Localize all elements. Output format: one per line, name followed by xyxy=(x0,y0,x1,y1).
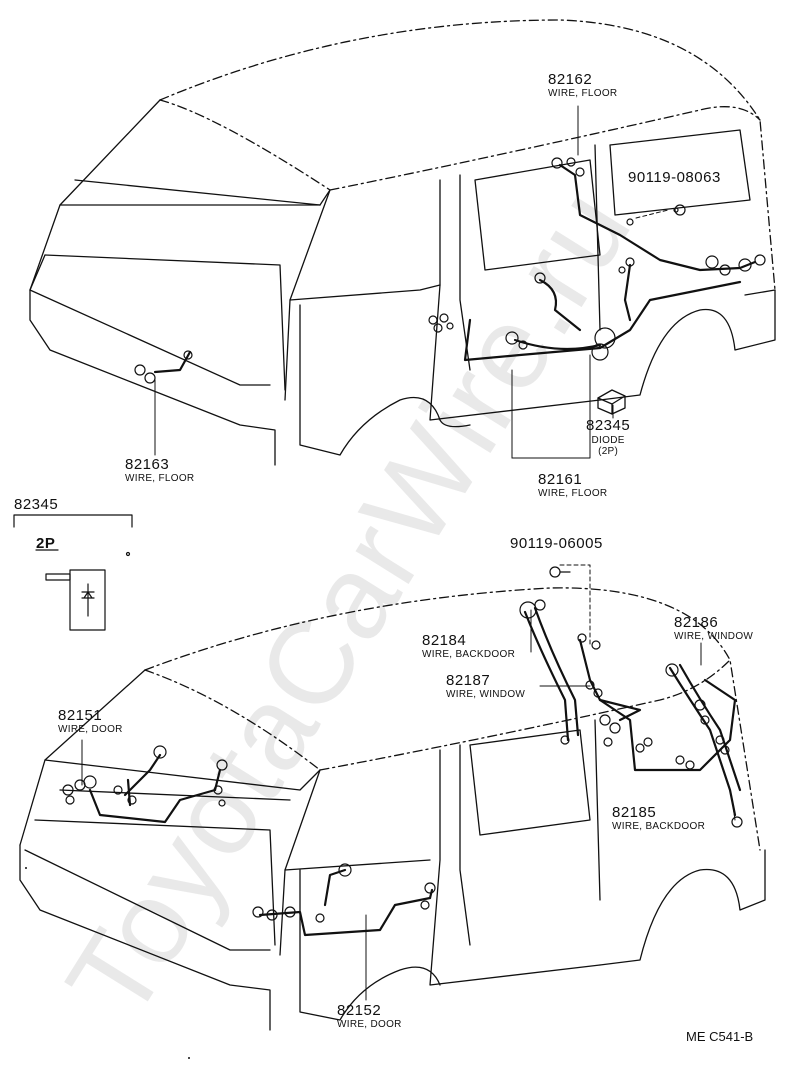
callout-90119-06005: 90119-06005 xyxy=(510,536,603,551)
part-number: 82187 xyxy=(446,672,491,689)
part-number: 82345 xyxy=(586,417,631,434)
callout-82152: 82152 WIRE, DOOR xyxy=(337,1003,402,1030)
callout-82184: 82184 WIRE, BACKDOOR xyxy=(422,633,515,660)
callout-82162: 82162 WIRE, FLOOR xyxy=(548,72,617,99)
top-wire-harness xyxy=(153,163,757,374)
inset-variant-label: 2P xyxy=(36,535,56,552)
part-number: 82151 xyxy=(58,707,103,724)
top-van-body xyxy=(29,19,776,466)
part-number: 90119-08063 xyxy=(628,169,721,186)
bottom-van-body xyxy=(19,587,766,1031)
callout-90119-08063: 90119-08063 xyxy=(628,170,721,185)
top-leaders xyxy=(154,105,669,459)
part-description: WIRE, DOOR xyxy=(337,1019,402,1030)
part-description: WIRE, WINDOW xyxy=(674,631,754,642)
part-description: WIRE, BACKDOOR xyxy=(612,821,706,832)
inset-box xyxy=(13,514,133,631)
part-number: 82162 xyxy=(548,71,593,88)
part-number: 82184 xyxy=(422,632,467,649)
part-number: 82163 xyxy=(125,456,170,473)
part-description: WIRE, WINDOW xyxy=(446,689,526,700)
inset-title: 82345 xyxy=(14,497,58,512)
part-description: WIRE, FLOOR xyxy=(125,473,195,484)
part-number: 82185 xyxy=(612,804,657,821)
diode-part-top xyxy=(597,389,626,415)
inset-variant: 2P xyxy=(36,536,55,551)
part-number: 82186 xyxy=(674,614,719,631)
part-number: 82152 xyxy=(337,1002,382,1019)
inset-part-number: 82345 xyxy=(14,496,59,513)
callout-82186: 82186 WIRE, WINDOW xyxy=(674,615,753,642)
bottom-connectors xyxy=(62,566,743,923)
part-description: DIODE (2P) xyxy=(591,435,625,457)
part-number: 82161 xyxy=(538,471,583,488)
callout-82345-top: 82345 DIODE (2P) xyxy=(586,418,630,457)
callout-82161: 82161 WIRE, FLOOR xyxy=(538,472,607,499)
part-description: WIRE, DOOR xyxy=(58,724,123,735)
top-connectors xyxy=(134,157,766,384)
part-description: WIRE, BACKDOOR xyxy=(422,649,516,660)
callout-82187: 82187 WIRE, WINDOW xyxy=(446,673,525,700)
bottom-leaders xyxy=(81,564,736,1001)
part-description: WIRE, FLOOR xyxy=(548,88,618,99)
part-number: 90119-06005 xyxy=(510,535,603,552)
callout-82185: 82185 WIRE, BACKDOOR xyxy=(612,805,705,832)
callout-82151: 82151 WIRE, DOOR xyxy=(58,708,123,735)
part-description: WIRE, FLOOR xyxy=(538,488,608,499)
bottom-wire-harness xyxy=(88,606,742,937)
dots xyxy=(25,867,190,1059)
callout-82163: 82163 WIRE, FLOOR xyxy=(125,457,194,484)
figure-code: ME C541-B xyxy=(686,1029,754,1044)
